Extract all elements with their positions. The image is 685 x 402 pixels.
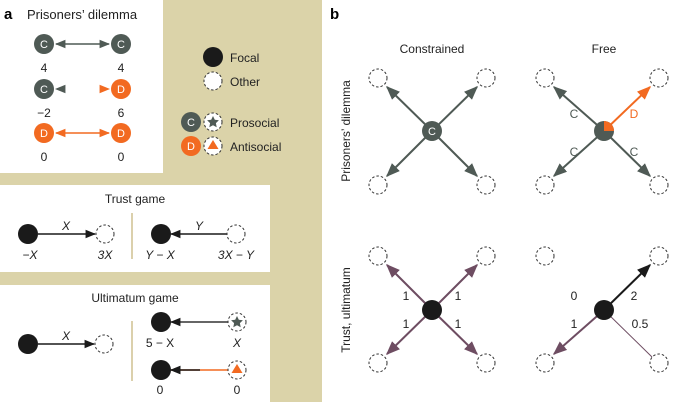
trust-return: Y Y − X 3X − Y (145, 219, 255, 262)
legend-focal: Focal (230, 51, 259, 65)
triangle-icon (231, 364, 243, 373)
other-icon (203, 71, 223, 91)
column-constrained: Constrained (400, 42, 465, 56)
pd-free-network: C D C C (535, 68, 669, 195)
legend: Focal Other C Prosocial D Antisocial (181, 47, 281, 156)
ultimatum-title: Ultimatum game (91, 291, 179, 305)
amount-label: X (61, 329, 71, 343)
trust-box (0, 185, 270, 272)
focal-icon (203, 47, 223, 67)
ultimatum-prosocial: 5 − X X (146, 312, 247, 350)
edge-label: 1 (571, 317, 578, 331)
column-free: Free (592, 42, 617, 56)
trust-constrained-network: 1 1 1 1 (368, 246, 496, 373)
pd-node-label: D (117, 84, 125, 96)
pd-row-cd: C D −2 6 (34, 79, 131, 120)
payoff: 0 (41, 150, 48, 164)
d-icon: D (187, 141, 195, 153)
star-icon (207, 116, 219, 128)
payoff: 3X (98, 248, 114, 262)
edge-label: D (630, 107, 639, 121)
payoff: 0 (157, 383, 164, 397)
payoff: −2 (37, 106, 51, 120)
payoff: 4 (41, 61, 48, 75)
payoff: Y − X (145, 248, 175, 262)
edge-label: C (570, 107, 579, 121)
payoff: 6 (118, 106, 125, 120)
legend-antisocial: Antisocial (230, 140, 281, 154)
edge-label: C (570, 145, 579, 159)
pd-node-label: C (117, 39, 125, 51)
row-prisoners-dilemma: Prisoners’ dilemma (339, 80, 353, 182)
legend-other: Other (230, 75, 260, 89)
payoff: 5 − X (146, 336, 174, 350)
star-icon (231, 316, 243, 328)
pd-node-label: C (40, 84, 48, 96)
trust-send: X −X 3X (18, 219, 115, 262)
edge-label: 1 (403, 317, 410, 331)
pd-node-label: D (40, 128, 48, 140)
edge-label: 1 (455, 289, 462, 303)
amount-label: X (61, 219, 71, 233)
pd-node-label: C (40, 39, 48, 51)
pd-row-cc: C C 4 4 (34, 34, 131, 75)
payoff: X (232, 336, 242, 350)
edge-label: 0 (571, 289, 578, 303)
edge-label: 2 (631, 289, 638, 303)
panel-a-label: a (4, 6, 13, 23)
edge-label: 1 (403, 289, 410, 303)
edge-label: C (630, 145, 639, 159)
payoff: 4 (118, 61, 125, 75)
triangle-icon (207, 140, 219, 149)
pd-row-dd: D D 0 0 (34, 123, 131, 164)
payoff: 0 (234, 383, 241, 397)
trust-title: Trust game (105, 192, 166, 206)
pd-node-label: D (117, 128, 125, 140)
c-icon: C (187, 117, 195, 129)
ultimatum-antisocial: 0 0 (151, 360, 247, 397)
edge-label: 0.5 (632, 317, 649, 331)
payoff: 0 (118, 150, 125, 164)
center-label: C (428, 126, 436, 138)
payoff: 3X − Y (218, 248, 255, 262)
legend-prosocial: Prosocial (230, 116, 279, 130)
row-trust-ultimatum: Trust, ultimatum (339, 267, 353, 353)
pd-box (0, 0, 163, 173)
pd-constrained-network: C (368, 68, 496, 195)
edge-label: 1 (455, 317, 462, 331)
payoff: −X (22, 248, 38, 262)
ultimatum-offer: X (18, 329, 114, 354)
trust-free-network: 0 2 1 0.5 (535, 246, 669, 373)
amount-label: Y (195, 219, 204, 233)
panel-b-label: b (330, 6, 339, 23)
pd-title: Prisoners’ dilemma (27, 7, 138, 22)
